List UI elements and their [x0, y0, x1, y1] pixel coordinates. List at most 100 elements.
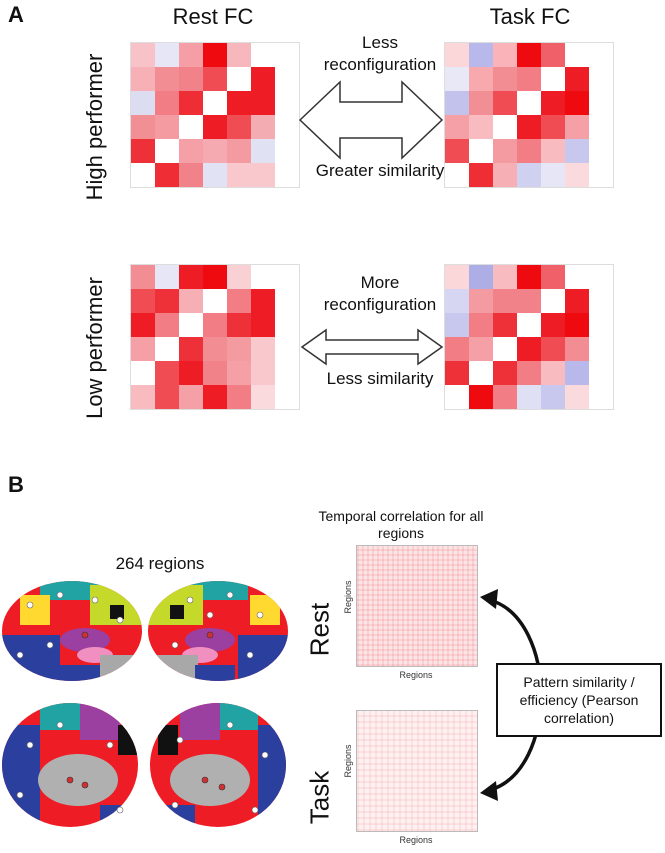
- matrix-cell: [541, 313, 565, 337]
- matrix-cell: [541, 337, 565, 361]
- rest-label: Rest: [304, 602, 335, 657]
- matrix-cell: [565, 139, 589, 163]
- matrix-cell: [155, 337, 179, 361]
- matrix-cell: [445, 361, 469, 385]
- matrix-cell: [179, 265, 203, 289]
- matrix-cell: [493, 337, 517, 361]
- matrix-cell: [275, 139, 299, 163]
- task-y-axis-label: Regions: [343, 744, 353, 778]
- matrix-cell: [541, 265, 565, 289]
- matrix-cell: [275, 115, 299, 139]
- matrix-cell: [203, 385, 227, 409]
- matrix-cell: [469, 361, 493, 385]
- matrix-cell: [517, 313, 541, 337]
- matrix-cell: [251, 91, 275, 115]
- matrix-cell: [251, 163, 275, 187]
- matrix-cell: [589, 67, 613, 91]
- matrix-cell: [589, 139, 613, 163]
- matrix-cell: [445, 385, 469, 409]
- matrix-cell: [469, 337, 493, 361]
- matrix-cell: [227, 289, 251, 313]
- matrix-cell: [275, 43, 299, 67]
- matrix-cell: [541, 115, 565, 139]
- matrix-cell: [155, 43, 179, 67]
- matrix-cell: [541, 43, 565, 67]
- matrix-cell: [469, 289, 493, 313]
- matrix-cell: [517, 115, 541, 139]
- matrix-cell: [227, 43, 251, 67]
- matrix-cell: [517, 265, 541, 289]
- right-medial-brain: [150, 703, 286, 827]
- matrix-cell: [227, 163, 251, 187]
- matrix-cell: [493, 91, 517, 115]
- temporal-correlation-title: Temporal correlation for all regions: [318, 508, 484, 541]
- matrix-cell: [589, 337, 613, 361]
- matrix-cell: [203, 313, 227, 337]
- matrix-cell: [203, 163, 227, 187]
- matrix-cell: [589, 43, 613, 67]
- matrix-cell: [493, 115, 517, 139]
- rest-x-axis-label: Regions: [399, 670, 433, 680]
- matrix-cell: [179, 115, 203, 139]
- matrix-cell: [203, 289, 227, 313]
- task-fc-title: Task FC: [489, 4, 571, 29]
- matrix-cell: [131, 361, 155, 385]
- matrix-cell: [493, 43, 517, 67]
- matrix-cell: [469, 91, 493, 115]
- matrix-cell: [541, 91, 565, 115]
- matrix-cell: [155, 313, 179, 337]
- matrix-cell: [541, 67, 565, 91]
- matrix-cell: [155, 289, 179, 313]
- matrix-cell: [541, 385, 565, 409]
- matrix-cell: [517, 67, 541, 91]
- task-correlation-matrix: [356, 710, 478, 832]
- matrix-cell: [469, 313, 493, 337]
- matrix-cell: [179, 163, 203, 187]
- matrix-cell: [493, 313, 517, 337]
- matrix-cell: [565, 313, 589, 337]
- matrix-cell: [251, 115, 275, 139]
- rest-y-axis-label: Regions: [343, 580, 353, 614]
- high-rest-fc-matrix: [130, 42, 300, 188]
- matrix-cell: [227, 385, 251, 409]
- matrix-cell: [493, 139, 517, 163]
- brain-surface-maps: [2, 581, 288, 827]
- low-task-fc-matrix: [444, 264, 614, 410]
- matrix-cell: [227, 139, 251, 163]
- matrix-cell: [565, 385, 589, 409]
- matrix-cell: [565, 265, 589, 289]
- matrix-cell: [445, 337, 469, 361]
- matrix-cell: [251, 43, 275, 67]
- matrix-cell: [565, 361, 589, 385]
- task-label: Task: [304, 770, 335, 825]
- matrix-cell: [131, 313, 155, 337]
- matrix-cell: [251, 139, 275, 163]
- matrix-cell: [589, 385, 613, 409]
- matrix-cell: [179, 313, 203, 337]
- matrix-cell: [275, 337, 299, 361]
- matrix-cell: [275, 67, 299, 91]
- matrix-cell: [179, 337, 203, 361]
- matrix-cell: [445, 115, 469, 139]
- matrix-cell: [155, 385, 179, 409]
- task-x-axis-label: Regions: [399, 835, 433, 845]
- matrix-cell: [541, 139, 565, 163]
- matrix-cell: [469, 43, 493, 67]
- matrix-cell: [493, 67, 517, 91]
- matrix-cell: [131, 385, 155, 409]
- matrix-cell: [493, 385, 517, 409]
- matrix-cell: [179, 289, 203, 313]
- matrix-cell: [155, 139, 179, 163]
- matrix-cell: [589, 313, 613, 337]
- high-top-note: Less reconfiguration: [323, 33, 437, 74]
- matrix-cell: [565, 163, 589, 187]
- matrix-cell: [445, 67, 469, 91]
- matrix-cell: [565, 43, 589, 67]
- matrix-cell: [445, 43, 469, 67]
- high-task-fc-matrix: [444, 42, 614, 188]
- matrix-cell: [131, 139, 155, 163]
- matrix-cell: [203, 67, 227, 91]
- large-double-arrow-icon: [298, 80, 444, 160]
- matrix-cell: [251, 385, 275, 409]
- matrix-cell: [155, 265, 179, 289]
